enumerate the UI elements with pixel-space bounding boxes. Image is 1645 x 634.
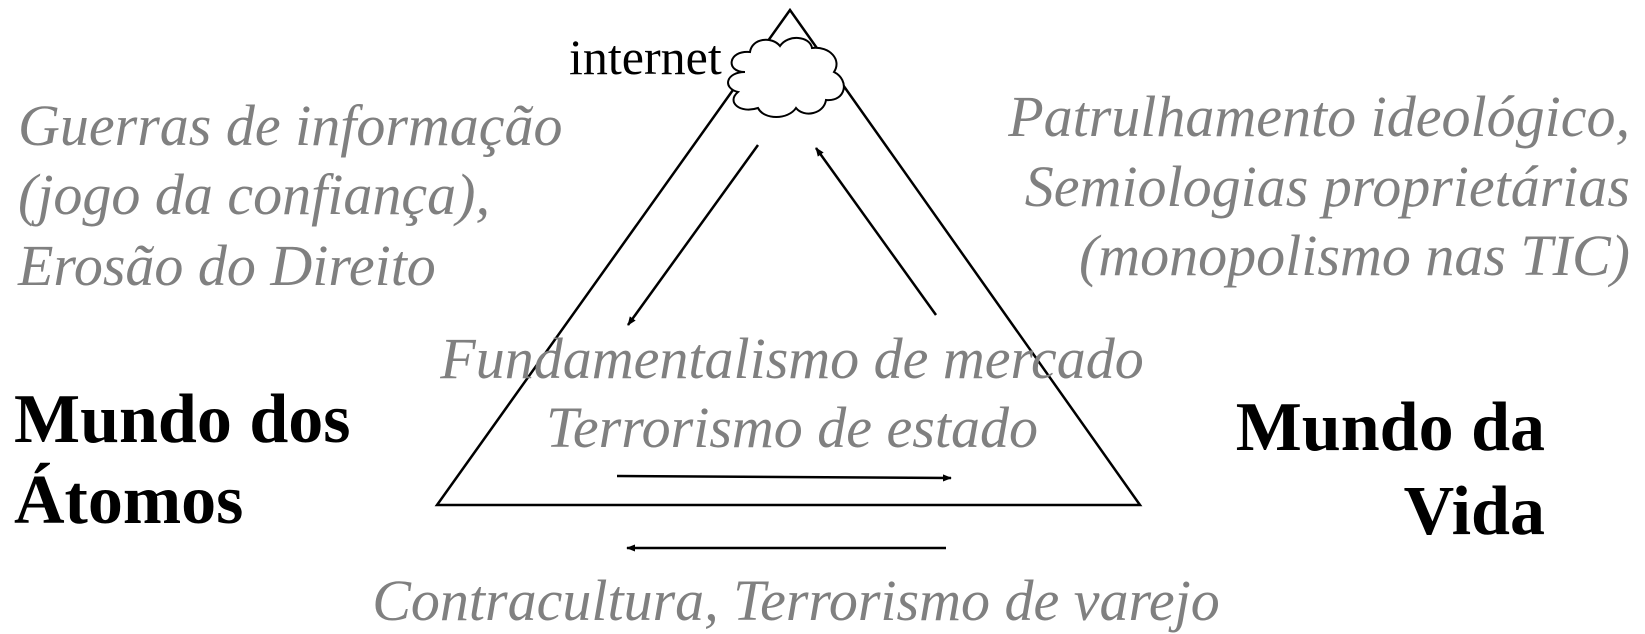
arrow-atoms-to-life	[616, 474, 952, 482]
left-top-line-2: (jogo da confiança),	[18, 162, 490, 227]
life-label-line-2: Vida	[1404, 473, 1545, 550]
life-world-label: Mundo da Vida	[1236, 389, 1545, 550]
left-top-line-3: Erosão do Direito	[17, 233, 436, 298]
left-top-line-1: Guerras de informação	[18, 93, 563, 158]
arrow-internet-to-atoms	[626, 144, 760, 326]
internet-label: internet	[569, 29, 722, 85]
center-line-2: Terrorismo de estado	[546, 395, 1038, 460]
right-top-line-2: Semiologias proprietárias	[1025, 154, 1630, 219]
atoms-world-label: Mundo dos Átomos	[14, 381, 351, 539]
triangle-outline	[434, 7, 1143, 507]
bottom-text: Contracultura, Terrorismo de varejo	[372, 568, 1220, 633]
life-label-line-1: Mundo da	[1236, 389, 1545, 466]
right-top-text-block: Patrulhamento ideológico, Semiologias pr…	[1007, 84, 1630, 288]
center-text-block: Fundamentalismo de mercado Terrorismo de…	[439, 326, 1143, 460]
right-top-line-1: Patrulhamento ideológico,	[1007, 84, 1630, 149]
center-line-1: Fundamentalismo de mercado	[439, 326, 1143, 391]
atoms-label-line-2: Átomos	[14, 462, 243, 539]
atoms-label-line-1: Mundo dos	[14, 381, 351, 458]
right-top-line-3: (monopolismo nas TIC)	[1079, 223, 1630, 288]
left-top-text-block: Guerras de informação (jogo da confiança…	[17, 93, 563, 298]
arrow-life-to-internet	[814, 147, 938, 316]
cloud-icon	[727, 37, 845, 118]
